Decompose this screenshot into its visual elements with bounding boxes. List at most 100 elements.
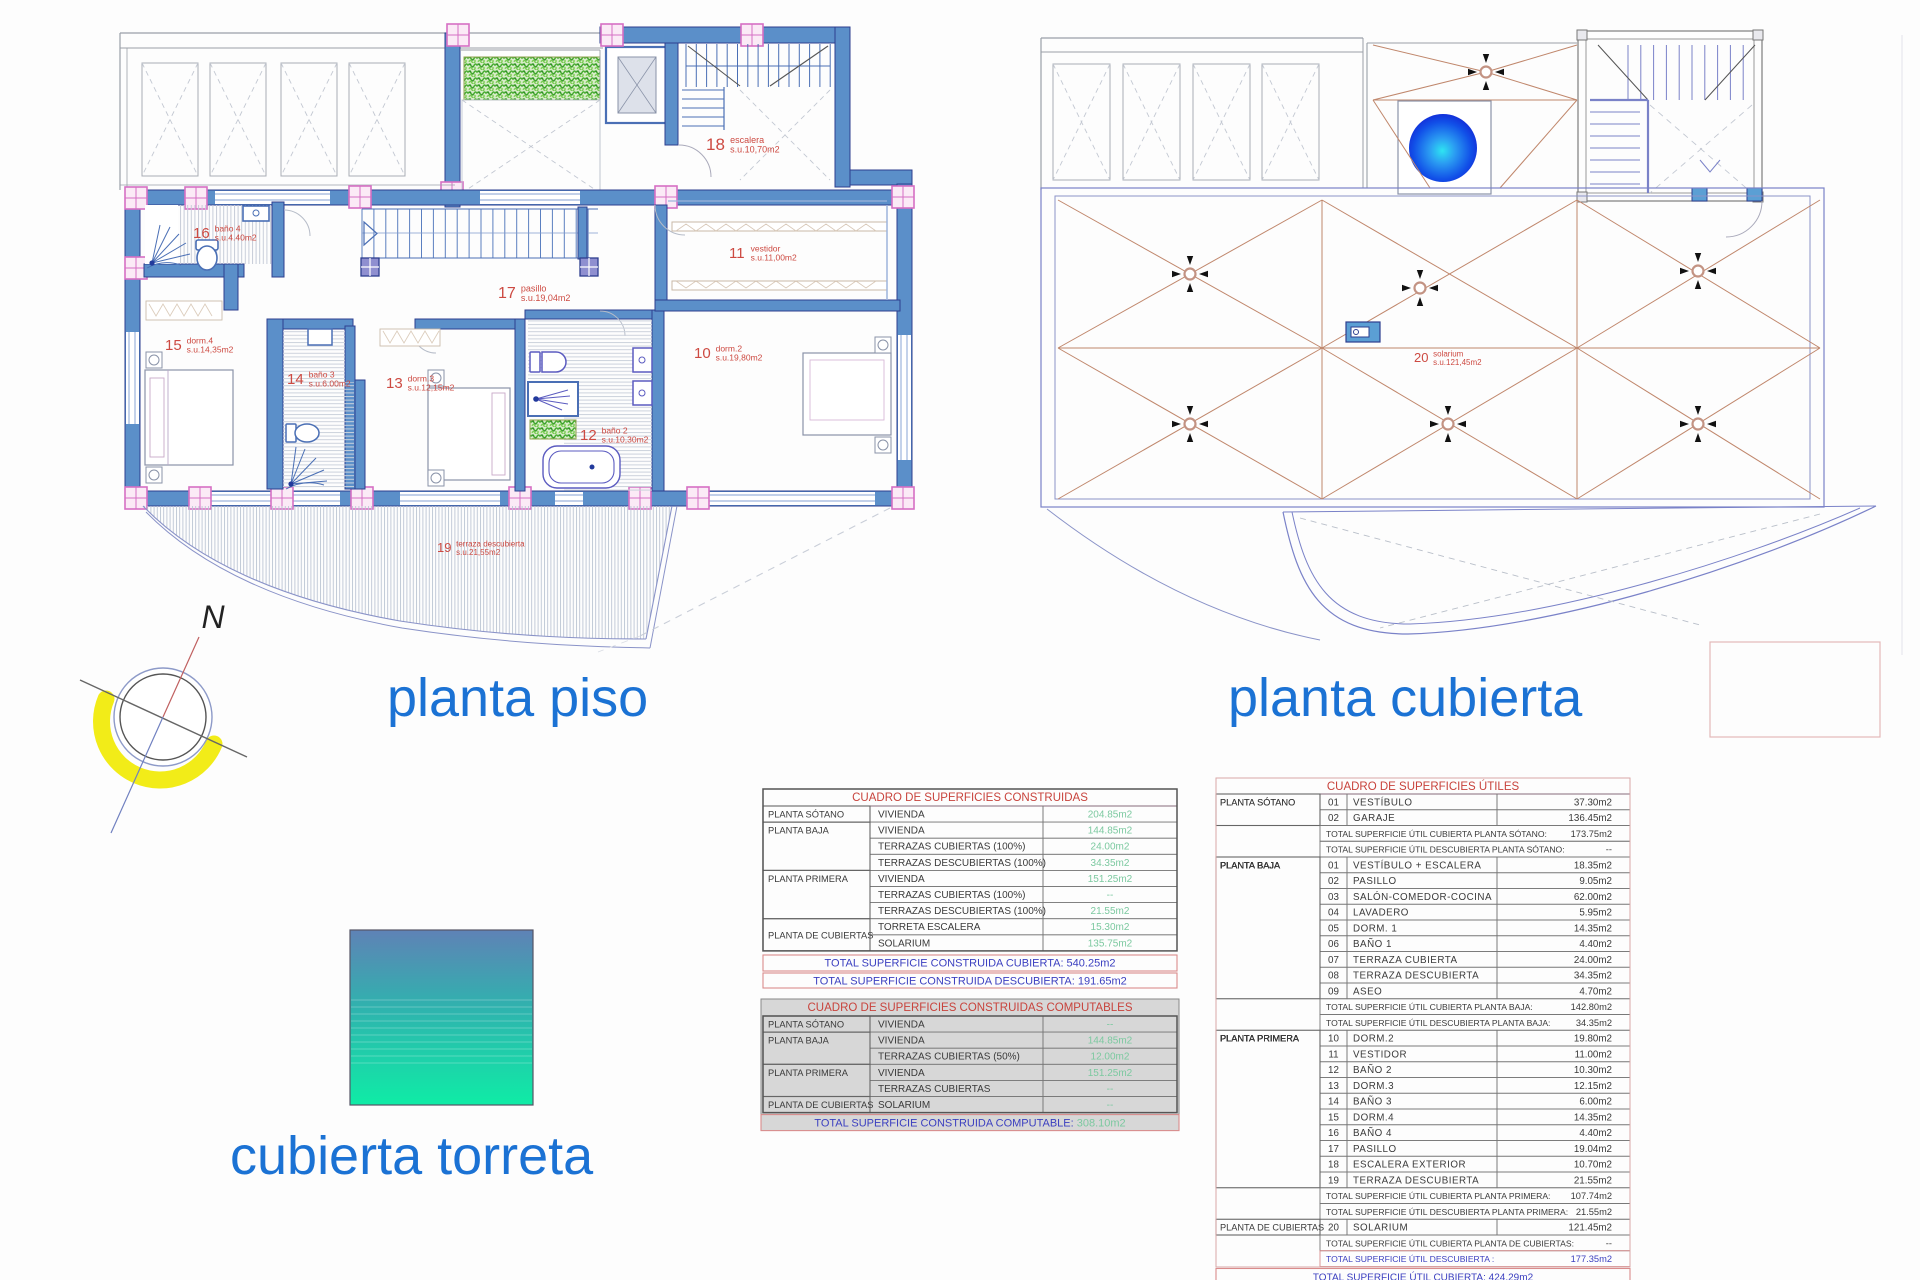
svg-text:PLANTA SÓTANO: PLANTA SÓTANO: [768, 810, 844, 820]
svg-text:VESTÍBULO: VESTÍBULO: [1353, 797, 1413, 808]
svg-text:136.45m2: 136.45m2: [1568, 813, 1612, 824]
svg-text:vestidor: vestidor: [751, 244, 781, 254]
svg-text:dorm.3: dorm.3: [408, 374, 435, 384]
svg-text:--: --: [1107, 890, 1114, 901]
svg-text:escalera: escalera: [730, 135, 764, 145]
svg-text:TERRAZAS CUBIERTAS (50%): TERRAZAS CUBIERTAS (50%): [878, 1052, 1020, 1063]
svg-text:19: 19: [1328, 1175, 1339, 1186]
svg-text:13: 13: [1328, 1081, 1339, 1092]
svg-text:10.70m2: 10.70m2: [1574, 1160, 1612, 1171]
svg-text:s.u.10,70m2: s.u.10,70m2: [730, 144, 780, 154]
svg-text:--: --: [1606, 845, 1612, 855]
svg-text:135.75m2: 135.75m2: [1088, 938, 1133, 949]
svg-text:34.35m2: 34.35m2: [1574, 971, 1612, 982]
svg-text:DORM. 1: DORM. 1: [1353, 923, 1397, 934]
svg-text:TOTAL SUPERFICIE ÚTIL DESCUBIE: TOTAL SUPERFICIE ÚTIL DESCUBIERTA PLANTA…: [1326, 1207, 1568, 1217]
svg-text:CUADRO DE SUPERFICIES CONSTRUI: CUADRO DE SUPERFICIES CONSTRUIDAS COMPUT…: [807, 1002, 1132, 1014]
svg-text:10: 10: [694, 345, 711, 362]
svg-text:PLANTA PRIMERA: PLANTA PRIMERA: [1220, 1034, 1300, 1044]
svg-text:11: 11: [729, 245, 745, 262]
svg-text:s.u.14,35m2: s.u.14,35m2: [187, 345, 234, 355]
svg-text:151.25m2: 151.25m2: [1088, 1068, 1133, 1079]
svg-text:s.u.19,80m2: s.u.19,80m2: [716, 353, 763, 363]
svg-text:PLANTA PRIMERA: PLANTA PRIMERA: [1220, 1034, 1300, 1044]
svg-text:PLANTA BAJA: PLANTA BAJA: [1220, 860, 1281, 870]
svg-text:11.00m2: 11.00m2: [1575, 1049, 1612, 1060]
svg-text:PLANTA BAJA: PLANTA BAJA: [1220, 860, 1281, 870]
svg-text:PASILLO: PASILLO: [1353, 876, 1397, 887]
svg-text:TOTAL SUPERFICIE ÚTIL DESCUBIE: TOTAL SUPERFICIE ÚTIL DESCUBIERTA PLANTA…: [1326, 845, 1565, 855]
svg-text:SOLARIUM: SOLARIUM: [1353, 1223, 1408, 1234]
svg-text:18: 18: [706, 135, 725, 154]
svg-text:05: 05: [1328, 923, 1339, 934]
svg-text:12.00m2: 12.00m2: [1091, 1052, 1130, 1063]
svg-text:VIVIENDA: VIVIENDA: [878, 1036, 925, 1047]
svg-text:--: --: [1107, 1084, 1114, 1095]
svg-text:CUADRO DE SUPERFICIES CONSTRUI: CUADRO DE SUPERFICIES CONSTRUIDAS: [852, 792, 1088, 804]
svg-text:VESTÍBULO + ESCALERA: VESTÍBULO + ESCALERA: [1353, 860, 1481, 871]
svg-text:19: 19: [437, 540, 451, 555]
svg-text:24.00m2: 24.00m2: [1574, 955, 1612, 966]
svg-text:62.00m2: 62.00m2: [1574, 892, 1612, 903]
svg-text:CUADRO DE SUPERFICIES ÚTILES: CUADRO DE SUPERFICIES ÚTILES: [1327, 780, 1520, 793]
svg-text:BAÑO 4: BAÑO 4: [1353, 1128, 1392, 1139]
svg-text:PLANTA PRIMERA: PLANTA PRIMERA: [1220, 1034, 1300, 1044]
svg-text:177.35m2: 177.35m2: [1571, 1254, 1612, 1264]
svg-text:--: --: [1606, 1238, 1612, 1248]
svg-text:12: 12: [580, 427, 597, 444]
svg-text:08: 08: [1328, 971, 1339, 982]
svg-text:baño 3: baño 3: [309, 370, 335, 380]
svg-text:4.70m2: 4.70m2: [1579, 986, 1612, 997]
svg-text:VIVIENDA: VIVIENDA: [878, 810, 925, 821]
svg-text:14: 14: [287, 371, 304, 388]
svg-text:DORM.3: DORM.3: [1353, 1081, 1394, 1092]
svg-text:ESCALERA EXTERIOR: ESCALERA EXTERIOR: [1353, 1160, 1466, 1171]
svg-text:planta cubierta: planta cubierta: [1228, 668, 1583, 728]
svg-text:18: 18: [1328, 1160, 1339, 1171]
svg-text:LAVADERO: LAVADERO: [1353, 908, 1409, 919]
svg-text:10: 10: [1328, 1034, 1339, 1045]
svg-text:07: 07: [1328, 955, 1339, 966]
svg-text:TERRAZA DESCUBIERTA: TERRAZA DESCUBIERTA: [1353, 1175, 1479, 1186]
svg-text:5.95m2: 5.95m2: [1579, 908, 1612, 919]
svg-text:s.u.10,30m2: s.u.10,30m2: [602, 435, 649, 445]
svg-text:VIVIENDA: VIVIENDA: [878, 1068, 925, 1079]
svg-text:terraza descubierta: terraza descubierta: [456, 540, 525, 549]
svg-text:14: 14: [1328, 1097, 1339, 1108]
svg-text:s.u.4.40m2: s.u.4.40m2: [215, 233, 257, 243]
svg-text:02: 02: [1328, 876, 1339, 887]
svg-text:PLANTA PRIMERA: PLANTA PRIMERA: [1220, 1034, 1300, 1044]
svg-text:TERRAZAS DESCUBIERTAS (100%): TERRAZAS DESCUBIERTAS (100%): [878, 858, 1046, 869]
svg-text:PLANTA BAJA: PLANTA BAJA: [1220, 860, 1281, 870]
svg-text:pasillo: pasillo: [521, 283, 547, 293]
svg-text:dorm.2: dorm.2: [716, 344, 743, 354]
svg-text:s.u.12,15m2: s.u.12,15m2: [408, 383, 455, 393]
svg-text:17: 17: [1328, 1144, 1339, 1155]
svg-text:TERRAZAS CUBIERTAS (100%): TERRAZAS CUBIERTAS (100%): [878, 890, 1025, 901]
svg-text:4.40m2: 4.40m2: [1579, 1128, 1612, 1139]
svg-text:34.35m2: 34.35m2: [1091, 858, 1130, 869]
svg-text:solarium: solarium: [1433, 350, 1464, 359]
svg-text:s.u.11,00m2: s.u.11,00m2: [751, 253, 797, 263]
svg-text:PLANTA DE CUBIERTAS: PLANTA DE CUBIERTAS: [768, 930, 873, 940]
svg-text:SOLARIUM: SOLARIUM: [878, 1100, 930, 1111]
svg-text:VIVIENDA: VIVIENDA: [878, 874, 925, 885]
svg-text:144.85m2: 144.85m2: [1088, 826, 1133, 837]
svg-text:37.30m2: 37.30m2: [1574, 797, 1612, 808]
svg-text:baño 2: baño 2: [602, 426, 628, 436]
svg-text:PLANTA PRIMERA: PLANTA PRIMERA: [1220, 1034, 1300, 1044]
svg-text:TERRAZA DESCUBIERTA: TERRAZA DESCUBIERTA: [1353, 971, 1479, 982]
svg-text:13: 13: [386, 375, 403, 392]
svg-text:TOTAL SUPERFICIE ÚTIL CUBIERTA: TOTAL SUPERFICIE ÚTIL CUBIERTA PLANTA DE…: [1326, 1238, 1574, 1248]
svg-text:18.35m2: 18.35m2: [1574, 860, 1612, 871]
svg-text:PLANTA SÓTANO: PLANTA SÓTANO: [768, 1020, 844, 1030]
svg-text:TERRAZAS CUBIERTAS (100%): TERRAZAS CUBIERTAS (100%): [878, 842, 1025, 853]
svg-text:planta piso: planta piso: [387, 668, 648, 728]
svg-text:9.05m2: 9.05m2: [1579, 876, 1612, 887]
svg-text:s.u.21,55m2: s.u.21,55m2: [456, 548, 501, 557]
svg-text:21.55m2: 21.55m2: [1576, 1207, 1612, 1217]
svg-text:12.15m2: 12.15m2: [1574, 1081, 1612, 1092]
svg-text:BAÑO 3: BAÑO 3: [1353, 1097, 1392, 1108]
svg-text:19.04m2: 19.04m2: [1574, 1144, 1612, 1155]
svg-text:DORM.2: DORM.2: [1353, 1034, 1394, 1045]
